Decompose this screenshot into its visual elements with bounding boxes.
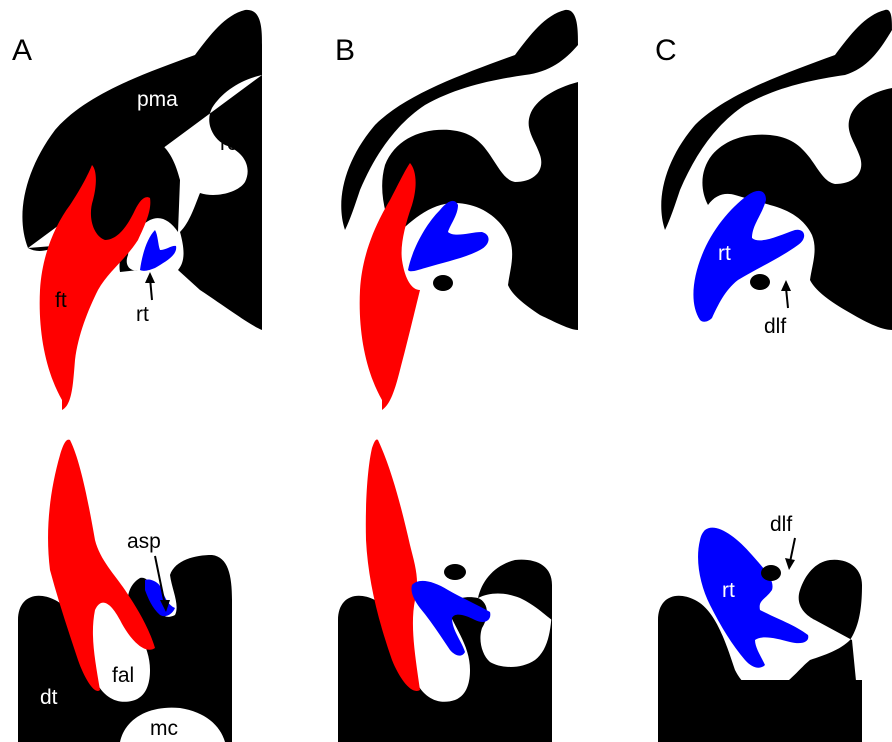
label-dlf-top: dlf — [764, 315, 786, 338]
panel-a: A pma rc ft rt asp dt fal mc — [12, 10, 262, 742]
panel-b: B — [335, 10, 578, 742]
lower-bone-c-body — [658, 680, 862, 742]
dlf-hole-b — [433, 275, 453, 291]
label-rc: rc — [220, 132, 238, 155]
dlf-hole-b-bottom — [444, 564, 466, 580]
lower-bone-b-top — [478, 560, 552, 620]
panel-c: C rt dlf dlf rt — [655, 10, 892, 742]
arrowhead-dlf-bottom — [785, 558, 795, 570]
panel-letter-a: A — [12, 34, 32, 67]
label-dlf-bottom: dlf — [770, 513, 792, 536]
label-rt-a: rt — [136, 303, 149, 326]
dlf-hole-c-bottom — [761, 565, 781, 581]
arrowhead-rt-a — [145, 272, 155, 283]
dlf-hole-c — [750, 274, 770, 290]
arrowhead-dlf-top — [781, 280, 791, 291]
label-dt: dt — [40, 686, 58, 709]
panel-letter-b: B — [335, 34, 355, 67]
label-fal: fal — [112, 664, 134, 687]
label-pma: pma — [137, 88, 178, 111]
label-rt-c-top: rt — [718, 242, 731, 265]
panel-letter-c: C — [655, 34, 677, 67]
label-mc: mc — [150, 717, 178, 740]
rt-tendon-top-a — [140, 230, 176, 271]
arrow-dlf-bottom — [790, 538, 795, 562]
label-rt-c-bottom: rt — [722, 579, 735, 602]
label-asp: asp — [127, 530, 161, 553]
label-ft: ft — [55, 289, 67, 312]
